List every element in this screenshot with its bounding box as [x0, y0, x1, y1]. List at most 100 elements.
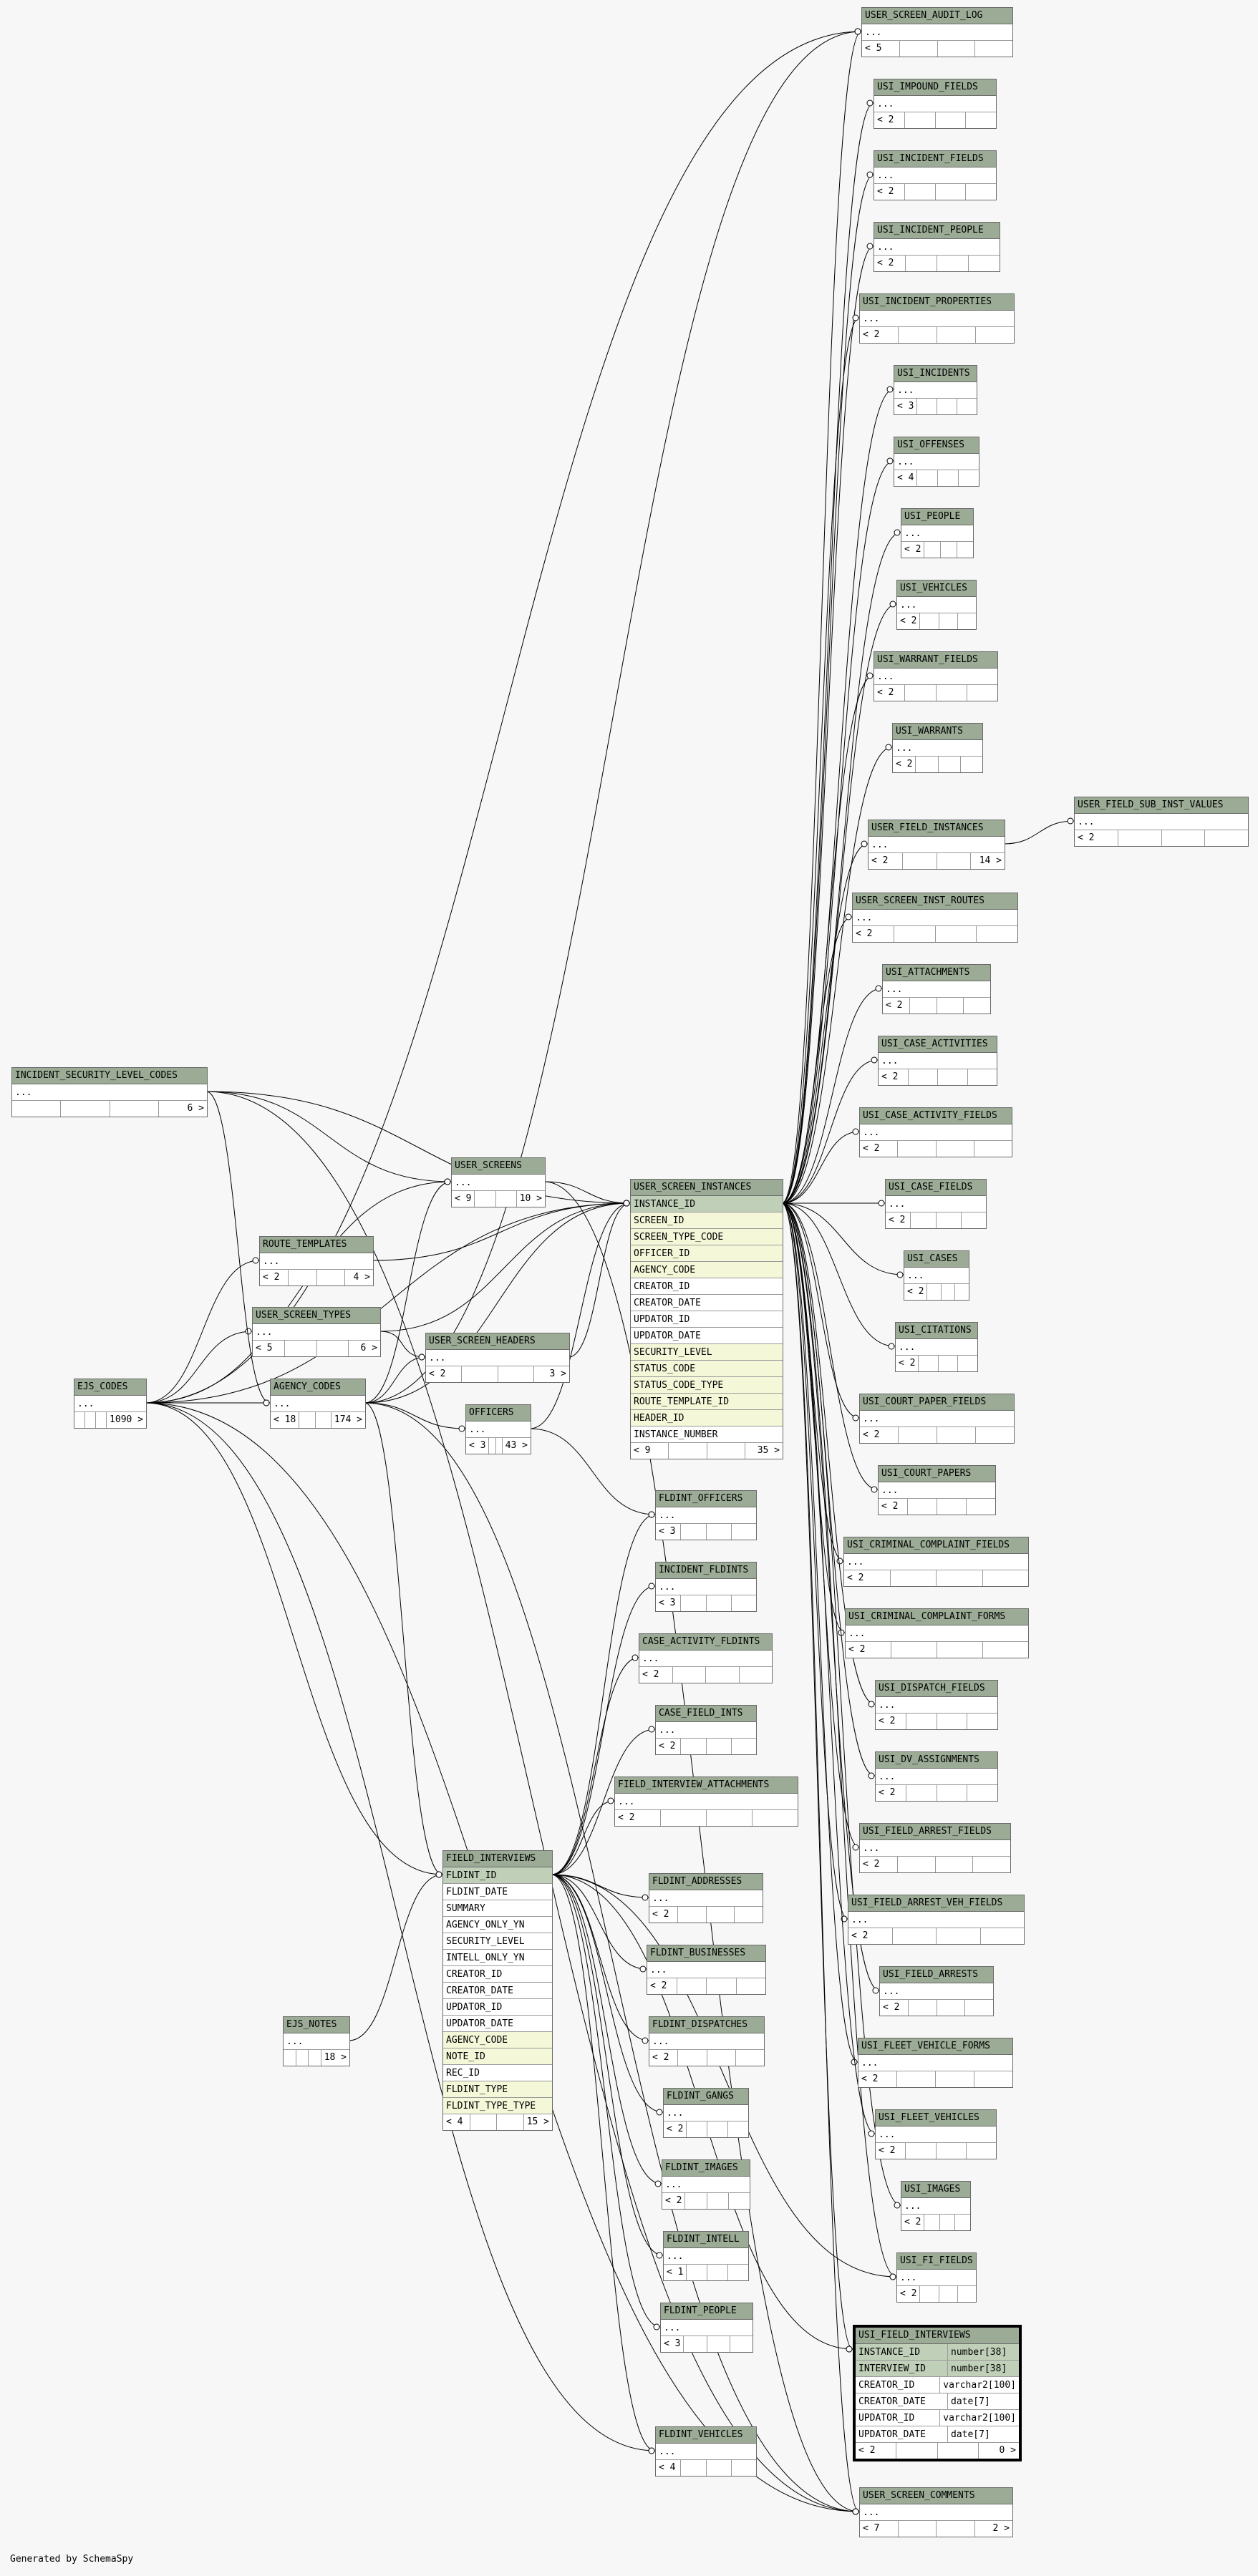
- blank-cell: [937, 998, 964, 1014]
- table-usi-criminal-complaint-fields[interactable]: USI_CRIMINAL_COMPLAINT_FIELDS...< 2: [843, 1537, 1029, 1587]
- blank-cell: [942, 1284, 956, 1300]
- table-usi-case-fields[interactable]: USI_CASE_FIELDS...< 2: [885, 1179, 987, 1229]
- table-usi-field-arrest-veh-fields[interactable]: USI_FIELD_ARREST_VEH_FIELDS...< 2: [848, 1895, 1025, 1945]
- blank-cell: [936, 1857, 974, 1872]
- table-usi-attachments[interactable]: USI_ATTACHMENTS...< 2: [882, 964, 991, 1014]
- child-count: [753, 1810, 798, 1826]
- table-fldint-gangs[interactable]: FLDINT_GANGS...< 2: [663, 2088, 749, 2138]
- child-count: [1205, 830, 1248, 846]
- table-usi-criminal-complaint-forms[interactable]: USI_CRIMINAL_COMPLAINT_FORMS...< 2: [845, 1608, 1029, 1658]
- table-case-field-ints[interactable]: CASE_FIELD_INTS...< 2: [655, 1705, 757, 1755]
- table-usi-images[interactable]: USI_IMAGES...< 2: [901, 2181, 971, 2231]
- table-usi-court-papers[interactable]: USI_COURT_PAPERS...< 2: [878, 1465, 996, 1515]
- table-name: USI_COURT_PAPER_FIELDS: [860, 1394, 1014, 1411]
- child-count: 6 >: [360, 1343, 377, 1353]
- table-name: USI_OFFENSES: [894, 437, 979, 454]
- relationship-counts: < 2: [879, 1499, 995, 1515]
- table-usi-warrant-fields[interactable]: USI_WARRANT_FIELDS...< 2: [874, 651, 998, 701]
- table-usi-warrants[interactable]: USI_WARRANTS...< 2: [892, 723, 983, 773]
- table-ejs-codes[interactable]: EJS_CODES...1090 >: [74, 1379, 147, 1429]
- table-user-field-sub-inst-values[interactable]: USER_FIELD_SUB_INST_VALUES...< 2: [1074, 797, 1249, 847]
- table-fldint-people[interactable]: FLDINT_PEOPLE...< 3: [660, 2303, 753, 2353]
- crowfoot-marker: [458, 1425, 465, 1432]
- table-usi-incident-properties[interactable]: USI_INCIDENT_PROPERTIES...< 2: [859, 293, 1015, 344]
- table-user-screen-audit-log[interactable]: USER_SCREEN_AUDIT_LOG...< 5: [861, 7, 1013, 57]
- parent-count: [74, 1412, 86, 1428]
- child-count: [983, 1570, 1029, 1586]
- table-case-activity-fldints[interactable]: CASE_ACTIVITY_FLDINTS...< 2: [639, 1633, 773, 1683]
- child-count: [967, 1714, 997, 1729]
- blank-cell: [936, 112, 967, 128]
- table-ejs-notes[interactable]: EJS_NOTES...18 >: [283, 2016, 350, 2066]
- table-usi-fleet-vehicle-forms[interactable]: USI_FLEET_VEHICLE_FORMS...< 2: [858, 2038, 1013, 2088]
- table-fldint-images[interactable]: FLDINT_IMAGES...< 2: [662, 2159, 750, 2210]
- table-usi-incident-fields[interactable]: USI_INCIDENT_FIELDS...< 2: [874, 150, 997, 200]
- crowfoot-marker: [868, 1701, 875, 1708]
- table-usi-vehicles[interactable]: USI_VEHICLES...< 2: [896, 580, 977, 630]
- table-usi-incident-people[interactable]: USI_INCIDENT_PEOPLE...< 2: [874, 222, 1000, 272]
- table-user-screen-inst-routes[interactable]: USER_SCREEN_INST_ROUTES...< 2: [852, 893, 1018, 943]
- table-usi-dv-assignments[interactable]: USI_DV_ASSIGNMENTS...< 2: [875, 1751, 998, 1802]
- table-usi-case-activity-fields[interactable]: USI_CASE_ACTIVITY_FIELDS...< 2: [859, 1107, 1012, 1157]
- column-row: INTELL_ONLY_YN: [443, 1950, 552, 1966]
- table-usi-field-arrest-fields[interactable]: USI_FIELD_ARREST_FIELDS...< 2: [859, 1823, 1011, 1873]
- table-usi-dispatch-fields[interactable]: USI_DISPATCH_FIELDS...< 2: [875, 1680, 998, 1730]
- collapsed-columns: ...: [874, 669, 997, 685]
- table-usi-fleet-vehicles[interactable]: USI_FLEET_VEHICLES...< 2: [875, 2109, 997, 2159]
- table-usi-offenses[interactable]: USI_OFFENSES...< 4: [894, 437, 979, 487]
- blank-cell: [939, 1356, 959, 1371]
- crowfoot-marker: [852, 314, 859, 321]
- table-usi-impound-fields[interactable]: USI_IMPOUND_FIELDS...< 2: [874, 79, 997, 129]
- table-fldint-addresses[interactable]: FLDINT_ADDRESSES...< 2: [649, 1873, 763, 1923]
- crowfoot-marker: [852, 1414, 859, 1421]
- table-incident-fldints[interactable]: INCIDENT_FLDINTS...< 3: [655, 1562, 757, 1612]
- parent-count: < 2: [879, 1069, 909, 1085]
- fk-relationship-line: [781, 1202, 860, 1419]
- blank-cell: [937, 2143, 967, 2159]
- table-usi-case-activities[interactable]: USI_CASE_ACTIVITIES...< 2: [878, 1036, 997, 1086]
- table-usi-citations[interactable]: USI_CITATIONS...< 2: [895, 1322, 978, 1372]
- table-fldint-dispatches[interactable]: FLDINT_DISPATCHES...< 2: [649, 2016, 765, 2066]
- child-count: [730, 2336, 753, 2352]
- parent-count: < 3: [656, 1524, 682, 1540]
- table-usi-fi-fields[interactable]: USI_FI_FIELDS...< 2: [896, 2252, 977, 2303]
- table-usi-people[interactable]: USI_PEOPLE...< 2: [901, 508, 974, 558]
- table-incident-security-level-codes[interactable]: INCIDENT_SECURITY_LEVEL_CODES...6 >: [11, 1067, 208, 1117]
- table-fldint-officers[interactable]: FLDINT_OFFICERS...< 3: [655, 1490, 757, 1540]
- fk-relationship-line: [145, 1181, 452, 1404]
- parent-count: < 2: [844, 1570, 891, 1586]
- table-name: USI_FIELD_INTERVIEWS: [856, 2328, 1019, 2344]
- table-fldint-vehicles[interactable]: FLDINT_VEHICLES...< 4: [655, 2426, 757, 2477]
- column-row: FLDINT_DATE: [443, 1884, 552, 1900]
- blank-cell: [681, 1595, 707, 1611]
- blank-cell: [707, 2121, 729, 2137]
- blank-cell: [896, 2443, 938, 2459]
- column-row: SCREEN_ID: [631, 1212, 783, 1229]
- column-row: REC_ID: [443, 2065, 552, 2081]
- blank-cell: [938, 41, 976, 57]
- fk-relationship-line: [781, 1202, 876, 1777]
- relationship-counts: < 2: [649, 1907, 763, 1923]
- table-fldint-intell[interactable]: FLDINT_INTELL...< 1: [663, 2231, 749, 2281]
- table-usi-court-paper-fields[interactable]: USI_COURT_PAPER_FIELDS...< 2: [859, 1394, 1015, 1444]
- table-name: USI_IMPOUND_FIELDS: [874, 79, 996, 96]
- table-fldint-businesses[interactable]: FLDINT_BUSINESSES...< 2: [647, 1945, 766, 1995]
- table-usi-incidents[interactable]: USI_INCIDENTS...< 3: [894, 365, 977, 415]
- table-usi-field-arrests[interactable]: USI_FIELD_ARRESTS...< 2: [879, 1966, 994, 2016]
- fk-relationship-line: [364, 1402, 466, 1429]
- crowfoot-marker: [656, 2252, 663, 2259]
- table-usi-cases[interactable]: USI_CASES...< 2: [904, 1250, 969, 1301]
- table-field-interview-attachments[interactable]: FIELD_INTERVIEW_ATTACHMENTS...< 2: [614, 1777, 798, 1827]
